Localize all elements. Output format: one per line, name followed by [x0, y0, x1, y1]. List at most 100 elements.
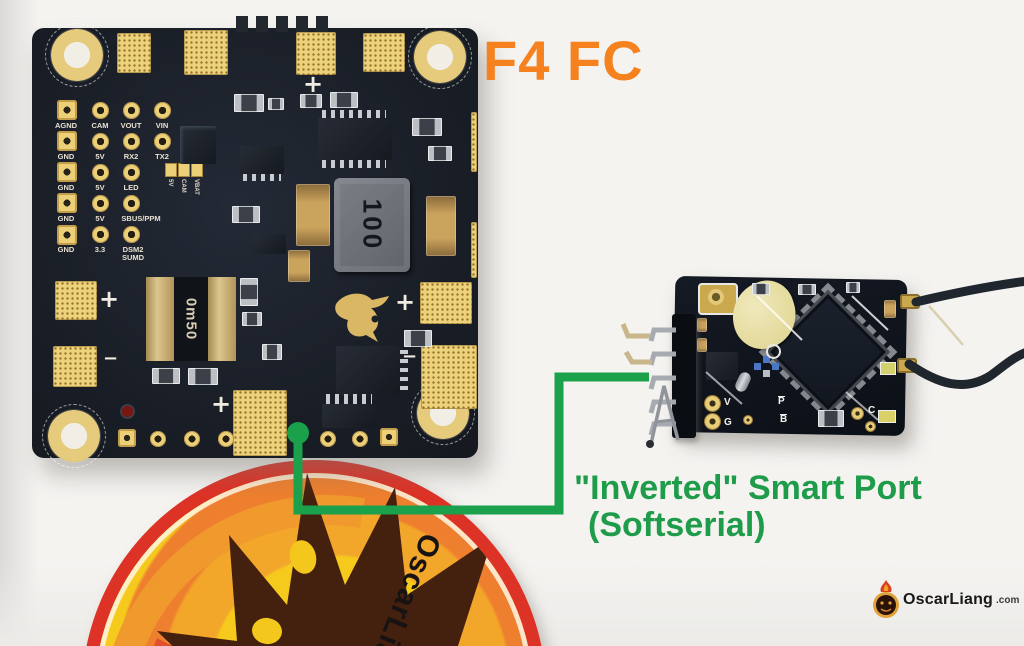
brand-logo: OscarLiang .com [872, 580, 1019, 620]
ic-pins [322, 110, 386, 118]
jumper-pad [191, 163, 203, 177]
solder-pad [705, 396, 720, 411]
solder-pad-array [117, 33, 151, 73]
solder-pad-array [296, 32, 336, 75]
pin-pad [92, 133, 109, 150]
ic-pins [322, 160, 386, 168]
capacitor [697, 318, 707, 332]
pin-label: GND [57, 214, 75, 223]
solder-pad [744, 416, 752, 424]
smd-component [330, 92, 358, 108]
smd-component [300, 94, 322, 108]
ufl-ring [708, 289, 724, 305]
shunt-label: 0m50 [182, 297, 200, 341]
edge-tab [316, 16, 328, 32]
ic-chip [318, 118, 392, 160]
edge-tab [256, 16, 268, 32]
led [880, 362, 896, 375]
smd-component [798, 284, 816, 295]
smd-component [846, 282, 860, 293]
pin-pad [123, 195, 140, 212]
receiver-pad-label: B [780, 414, 788, 425]
led [878, 410, 896, 423]
smd-component [754, 363, 761, 370]
battery-pad [53, 346, 97, 387]
smd-component [818, 410, 844, 427]
battery-pad [421, 345, 477, 409]
plus-mark: + [395, 288, 416, 316]
pin-label: GND [57, 152, 75, 161]
pin-pad [57, 193, 77, 213]
smd-component [428, 146, 452, 161]
pin-label: SUMD [121, 253, 145, 262]
pin-label: 5V [95, 183, 105, 192]
title-text: F4 FC [483, 29, 644, 92]
wire-solder-tip [646, 440, 654, 448]
shunt-terminal [146, 277, 174, 361]
smd-component [763, 370, 770, 377]
plus-mark: + [99, 285, 120, 313]
jumper-label: 5V [167, 179, 173, 187]
pin-pad [123, 133, 140, 150]
smd-component [262, 344, 282, 360]
pin-pad [57, 162, 77, 182]
minus-mark: − [103, 348, 119, 369]
smd-component [412, 118, 442, 136]
smd-component [752, 283, 770, 295]
smd-component [188, 368, 218, 385]
via-ring [766, 344, 781, 359]
pin-label: GND [57, 245, 75, 254]
edge-tab [296, 16, 308, 32]
pin-label: SBUS/PPM [121, 214, 161, 223]
dragon-flame-icon [873, 580, 899, 618]
jumper-pad [165, 163, 177, 177]
ufl-connector [897, 358, 917, 373]
jumper-label: CAM [180, 179, 186, 193]
pin-pad [154, 102, 171, 119]
pin-header [672, 314, 696, 438]
pin-pad [57, 100, 77, 120]
pin-pad [150, 431, 166, 447]
inductor-label: 100 [357, 198, 388, 252]
shunt-resistor: 0m50 [146, 277, 236, 361]
plus-mark: + [303, 70, 324, 98]
smd-component [404, 330, 432, 347]
jumper-label: VBAT [193, 179, 199, 195]
brand-text: OscarLiang [903, 591, 994, 608]
mcu-chip [336, 346, 400, 396]
edge-tab [276, 16, 288, 32]
pin-pad [218, 431, 234, 447]
ic-chip [322, 404, 376, 428]
edge-contact-strip [471, 222, 477, 278]
smd-component [242, 312, 262, 326]
edge-contact-strip [471, 112, 477, 172]
battery-pad [420, 282, 472, 324]
capacitor [296, 184, 330, 246]
dragon-silhouette-icon [157, 473, 493, 646]
solder-pad [852, 408, 863, 419]
pin-pad [92, 226, 109, 243]
signal-wire [654, 418, 674, 424]
receiver-pad-label: V [724, 397, 731, 408]
ic-pins [400, 350, 408, 392]
solder-pad [705, 414, 720, 429]
ic-pins [326, 394, 372, 404]
receiver-pad-label: G [724, 417, 732, 428]
shunt-terminal [208, 277, 236, 361]
capacitor [426, 196, 456, 256]
solder-pad-array [363, 33, 405, 72]
pin-pad [57, 225, 77, 245]
solder-pad-array [184, 30, 228, 75]
mounting-hole [408, 25, 472, 89]
mounting-hole [45, 23, 109, 87]
smd-component [772, 363, 779, 370]
capacitor [884, 300, 896, 318]
pin-label: VOUT [120, 121, 142, 130]
pin-label: CAM [91, 121, 109, 130]
ufl-connector [900, 294, 920, 309]
pin-pad [184, 431, 200, 447]
smd-component [268, 98, 284, 110]
background-shading-left [0, 0, 38, 646]
pin-pad [57, 131, 77, 151]
